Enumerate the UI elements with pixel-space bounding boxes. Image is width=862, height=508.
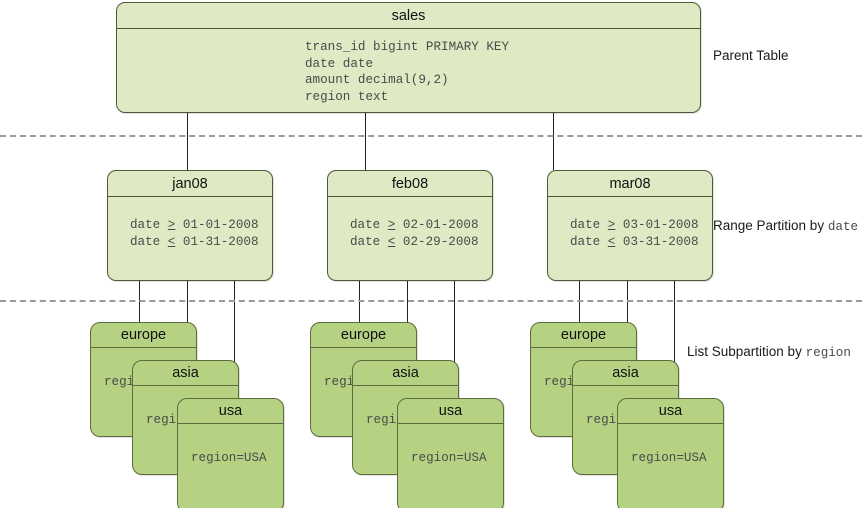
constraint-upper-operator: < <box>607 234 616 249</box>
connector-mar08-to-usa <box>674 281 675 399</box>
connector-parent-to-jan08 <box>187 112 188 170</box>
constraint-lower-value: 01-01-2008 <box>182 218 259 232</box>
parent-table-sales[interactable]: sales trans_id bigint PRIMARY KEY date d… <box>116 2 701 113</box>
band-caption-parent-table: Parent Table <box>713 48 789 64</box>
range-partition-mar08-title: mar08 <box>548 171 712 197</box>
band-caption-mono: date <box>827 220 859 234</box>
connector-parent-to-mar08 <box>553 112 554 170</box>
parent-table-title: sales <box>117 3 700 29</box>
constraint-upper-label: date <box>570 234 601 249</box>
subpartition-title: asia <box>573 361 678 386</box>
constraint-lower-operator: > <box>387 218 396 232</box>
connector-jan08-to-europe <box>139 281 140 323</box>
constraint-upper-operator: < <box>167 234 176 249</box>
subpartition-predicate: regi <box>146 413 177 427</box>
subpartition-predicate: region=USA <box>631 451 707 465</box>
band-caption-range-partition: Range Partition by date <box>713 218 858 234</box>
constraint-upper-operator: < <box>387 234 396 249</box>
subpartition-jan08-usa[interactable]: usa region=USA <box>177 398 284 508</box>
band-caption-text: Parent Table <box>713 48 789 63</box>
subpartition-predicate: region=USA <box>191 451 267 465</box>
subpartition-title: usa <box>178 399 283 424</box>
constraint-upper-value: 01-31-2008 <box>182 234 259 249</box>
range-partition-feb08-constraints: date > 02-01-2008 date < 02-29-2008 <box>328 197 492 250</box>
connector-jan08-to-asia <box>187 281 188 361</box>
subpartition-predicate: regi <box>104 375 135 389</box>
constraint-lower-operator: > <box>607 218 616 232</box>
range-partition-jan08-constraints: date > 01-01-2008 date < 01-31-2008 <box>108 197 272 250</box>
constraint-upper-value: 03-31-2008 <box>622 234 699 249</box>
connector-parent-to-feb08 <box>365 112 366 170</box>
subpartition-title: usa <box>398 399 503 424</box>
subpartition-predicate: regi <box>586 413 617 427</box>
subpartition-title: asia <box>353 361 458 386</box>
subpartition-title: europe <box>91 323 196 348</box>
connector-feb08-to-usa <box>454 281 455 399</box>
range-partition-mar08[interactable]: mar08 date > 03-01-2008 date < 03-31-200… <box>547 170 713 281</box>
band-divider-range-list <box>0 300 862 302</box>
band-caption-list-subpartition: List Subpartition by region <box>687 344 851 360</box>
constraint-lower-value: 03-01-2008 <box>622 218 699 232</box>
connector-jan08-to-usa <box>234 281 235 399</box>
constraint-lower-operator: > <box>167 218 176 232</box>
band-divider-parent-range <box>0 135 862 137</box>
subpartition-title: usa <box>618 399 723 424</box>
subpartition-feb08-usa[interactable]: usa region=USA <box>397 398 504 508</box>
connector-feb08-to-europe <box>359 281 360 323</box>
constraint-lower-label: date <box>570 218 601 232</box>
constraint-upper-value: 02-29-2008 <box>402 234 479 249</box>
range-partition-mar08-constraints: date > 03-01-2008 date < 03-31-2008 <box>548 197 712 250</box>
subpartition-predicate: regi <box>544 375 575 389</box>
constraint-upper-label: date <box>350 234 381 249</box>
range-partition-jan08[interactable]: jan08 date > 01-01-2008 date < 01-31-200… <box>107 170 273 281</box>
band-caption-text: List Subpartition by <box>687 344 806 359</box>
connector-feb08-to-asia <box>407 281 408 361</box>
constraint-lower-value: 02-01-2008 <box>402 218 479 232</box>
subpartition-title: asia <box>133 361 238 386</box>
range-partition-feb08[interactable]: feb08 date > 02-01-2008 date < 02-29-200… <box>327 170 493 281</box>
subpartition-predicate: regi <box>324 375 355 389</box>
subpartition-predicate: region=USA <box>411 451 487 465</box>
constraint-upper-label: date <box>130 234 161 249</box>
subpartition-title: europe <box>531 323 636 348</box>
band-caption-text: Range Partition by <box>713 218 828 233</box>
subpartition-mar08-usa[interactable]: usa region=USA <box>617 398 724 508</box>
range-partition-jan08-title: jan08 <box>108 171 272 197</box>
connector-mar08-to-europe <box>579 281 580 323</box>
band-caption-mono: region <box>805 346 851 360</box>
range-partition-feb08-title: feb08 <box>328 171 492 197</box>
constraint-lower-label: date <box>130 218 161 232</box>
subpartition-predicate: regi <box>366 413 397 427</box>
connector-mar08-to-asia <box>627 281 628 361</box>
parent-table-columns: trans_id bigint PRIMARY KEY date date am… <box>305 40 510 104</box>
constraint-lower-label: date <box>350 218 381 232</box>
subpartition-title: europe <box>311 323 416 348</box>
